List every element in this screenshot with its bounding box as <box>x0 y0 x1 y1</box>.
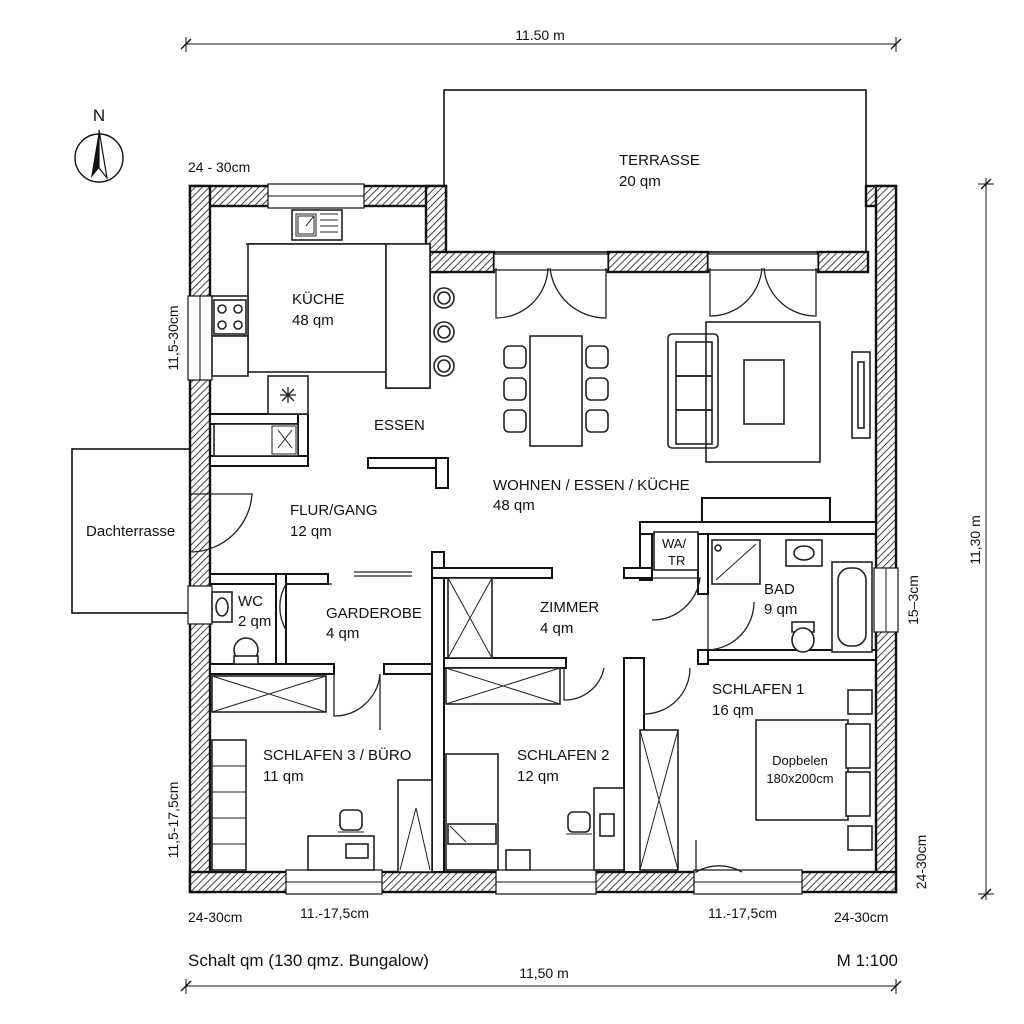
terrace-doors <box>493 253 819 319</box>
wardrobe-schlafen1 <box>639 729 679 871</box>
interior-doors <box>190 493 755 874</box>
wc-area: 2 qm <box>238 613 271 630</box>
bottom-left-inner-label: 11.-17,5cm <box>300 905 369 921</box>
schlafen3-area: 11 qm <box>263 768 304 785</box>
plan-caption: Schalt qm (130 qmz. Bungalow) <box>188 951 429 970</box>
chair-schlafen2-icon <box>566 811 592 835</box>
wall-left-upper-label: 11,5-30cm <box>165 305 181 370</box>
wa-tr-line1: WA/ <box>662 536 686 551</box>
wc-sink-icon <box>211 591 233 623</box>
wall-right-lower-label: 24-30cm <box>913 835 929 889</box>
living-rug <box>705 321 821 463</box>
wall-left-lower-label: 11,5-17,5cm <box>165 782 181 859</box>
wall-top-left-label: 24 - 30cm <box>188 159 250 175</box>
bottom-left-corner-label: 24-30cm <box>188 909 242 925</box>
schlafen1-area: 16 qm <box>712 702 754 719</box>
desk-schlafen3 <box>307 835 375 871</box>
stove-icon <box>213 299 247 335</box>
wc-toilet-icon <box>233 637 259 665</box>
single-bed <box>445 753 499 871</box>
wa-tr-line2: TR <box>668 553 685 568</box>
fan-icon <box>280 387 296 403</box>
wall-right-mid-label: 15–3cm <box>905 575 921 625</box>
zimmer-name: ZIMMER <box>540 599 599 616</box>
bathtub-icon <box>831 561 873 653</box>
wc-name: WC <box>238 593 263 610</box>
sink-icon <box>297 215 315 235</box>
sofa <box>667 333 719 449</box>
schlafen1-name: SCHLAFEN 1 <box>712 681 805 698</box>
bad-name: BAD <box>764 581 795 598</box>
garderobe-name: GARDEROBE <box>326 605 422 622</box>
flur-name: FLUR/GANG <box>290 502 378 519</box>
bar-stools <box>433 287 455 377</box>
chair-schlafen3-icon <box>338 809 364 833</box>
dachterrasse-area <box>71 448 191 614</box>
coffee-table <box>743 359 785 425</box>
bathroom-toilet-icon <box>791 621 815 653</box>
dimension-lines <box>180 37 994 994</box>
wohnen-name: WOHNEN / ESSEN / KÜCHE <box>493 476 690 494</box>
terrasse-area-label: 20 qm <box>619 173 661 190</box>
top-width-dimension: 11.50 m <box>515 27 565 43</box>
flur-area: 12 qm <box>290 523 332 540</box>
kueche-name: KÜCHE <box>292 290 345 308</box>
zimmer-area: 4 qm <box>540 620 573 637</box>
wardrobe-zimmer <box>447 577 493 659</box>
terrasse-area <box>443 89 867 253</box>
double-bed <box>755 689 873 851</box>
desk-schlafen2 <box>593 787 625 871</box>
interior-walls <box>209 413 877 873</box>
schlafen3-name: SCHLAFEN 3 / BÜRO <box>263 746 411 764</box>
bottom-right-corner-label: 24-30cm <box>834 909 888 925</box>
cabinet-schlafen3 <box>397 779 433 873</box>
terrasse-name: TERRASSE <box>619 152 700 169</box>
bed-size-line2: 180x200cm <box>766 771 833 786</box>
essen-name: ESSEN <box>374 417 425 434</box>
wardrobe-schlafen3 <box>211 675 327 713</box>
dachterrasse-label: Dachterrasse <box>86 523 175 540</box>
bottom-right-inner-label: 11.-17,5cm <box>708 905 777 921</box>
bad-area: 9 qm <box>764 601 797 618</box>
shower-icon <box>711 539 761 585</box>
windows <box>187 183 899 895</box>
nightstand <box>505 849 531 871</box>
schlafen2-name: SCHLAFEN 2 <box>517 747 610 764</box>
right-height-dimension: 11,30 m <box>967 515 983 565</box>
shelf-schlafen3 <box>211 739 247 871</box>
bed-size-line1: Dopbelen <box>772 753 828 768</box>
north-arrow-icon <box>74 129 124 183</box>
dining-table <box>503 335 609 447</box>
garderobe-area: 4 qm <box>326 625 359 642</box>
kueche-area: 48 qm <box>292 312 334 329</box>
tv-icon <box>851 351 871 439</box>
kitchen-cabinet-x <box>213 423 299 457</box>
north-label: N <box>93 106 105 125</box>
wa-tr-box <box>653 531 699 571</box>
wohnen-area: 48 qm <box>493 497 535 514</box>
bottom-width-dimension: 11,50 m <box>519 965 569 981</box>
bathroom-sink-icon <box>785 539 823 567</box>
wardrobe-schlafen2 <box>445 667 561 705</box>
schlafen2-area: 12 qm <box>517 768 559 785</box>
plan-scale: M 1:100 <box>837 951 898 970</box>
